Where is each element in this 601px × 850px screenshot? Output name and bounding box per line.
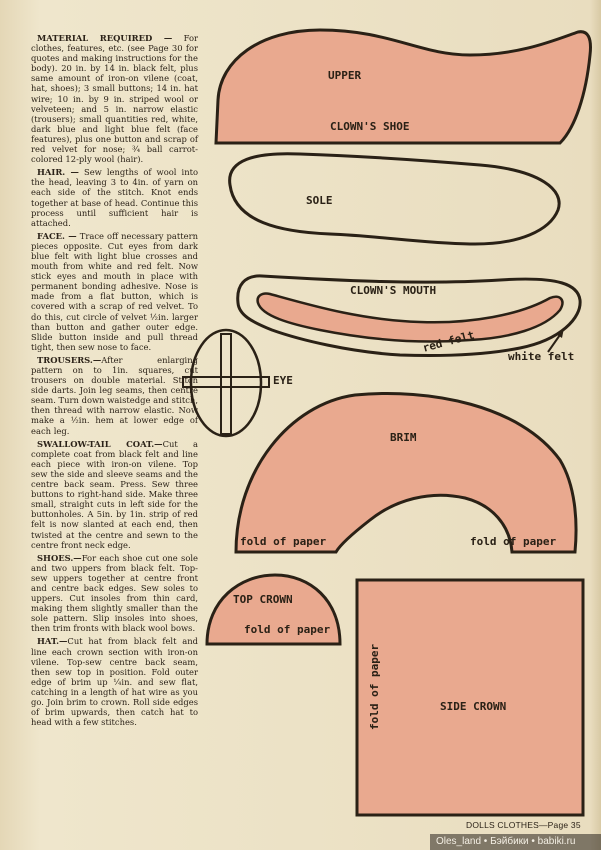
top-crown-fold-label: fold of paper <box>244 623 330 636</box>
sole-pattern <box>228 152 561 246</box>
shoes-heading: SHOES.— <box>37 552 82 563</box>
upper-shoe-pattern <box>214 28 592 145</box>
upper-label: UPPER <box>328 69 361 82</box>
top-crown-label: TOP CROWN <box>233 593 293 606</box>
hat-heading: HAT.— <box>37 636 68 647</box>
hair-paragraph: HAIR. — Sew lengths of wool into the hea… <box>31 167 198 228</box>
eye-pattern <box>189 328 263 438</box>
hair-heading: HAIR. — <box>37 167 79 178</box>
mouth-inner-pattern <box>256 292 564 343</box>
white-felt-label: white felt <box>508 350 574 363</box>
shoes-text: For each shoe cut one sole and two upper… <box>31 552 198 634</box>
side-crown-fold-label: fold of paper <box>368 644 381 730</box>
instructions-column: MATERIAL REQUIRED — For clothes, feature… <box>31 33 198 730</box>
coat-paragraph: SWALLOW-TAIL COAT.—Cut a complete coat f… <box>31 439 198 550</box>
brim-pattern <box>234 392 578 554</box>
white-felt-arrowhead <box>556 328 564 338</box>
page-footer: DOLLS CLOTHES—Page 35 <box>466 820 581 830</box>
trousers-text: After enlarging pattern on to 1in. squar… <box>31 354 198 436</box>
side-crown-pattern <box>355 578 585 817</box>
top-crown-pattern <box>205 573 342 646</box>
hat-text: Cut hat from black felt and line each cr… <box>31 636 198 728</box>
hair-text: Sew lengths of wool into the head, leavi… <box>31 167 199 228</box>
eye-cross-vertical <box>220 333 232 435</box>
face-text: Trace off necessary pattern pieces oppos… <box>31 230 198 352</box>
material-text: For clothes, features, etc. (see Page 30… <box>31 33 198 165</box>
coat-text: Cut a complete coat from black felt and … <box>31 438 198 550</box>
shoes-paragraph: SHOES.—For each shoe cut one sole and tw… <box>31 553 198 634</box>
clowns-mouth-label: CLOWN'S MOUTH <box>350 284 436 297</box>
brim-fold-left-label: fold of paper <box>240 535 326 548</box>
clowns-shoe-label: CLOWN'S SHOE <box>330 120 409 133</box>
face-paragraph: FACE. — Trace off necessary pattern piec… <box>31 231 198 352</box>
sole-label: SOLE <box>306 194 333 207</box>
material-heading: MATERIAL REQUIRED — <box>37 33 173 43</box>
face-heading: FACE. — <box>37 230 77 241</box>
watermark: Oles_land • Бэйбики • babiki.ru <box>430 834 601 850</box>
brim-label: BRIM <box>390 431 417 444</box>
coat-heading: SWALLOW-TAIL COAT.— <box>37 438 163 449</box>
trousers-paragraph: TROUSERS.—After enlarging pattern on to … <box>31 355 198 436</box>
hat-paragraph: HAT.—Cut hat from black felt and line ea… <box>31 636 198 727</box>
eye-label: EYE <box>273 374 293 387</box>
material-paragraph: MATERIAL REQUIRED — For clothes, feature… <box>31 33 198 164</box>
brim-fold-right-label: fold of paper <box>470 535 556 548</box>
eye-cross-horizontal <box>182 376 270 388</box>
side-crown-label: SIDE CROWN <box>440 700 506 713</box>
mouth-outer-pattern <box>236 274 582 357</box>
trousers-heading: TROUSERS.— <box>37 354 102 365</box>
